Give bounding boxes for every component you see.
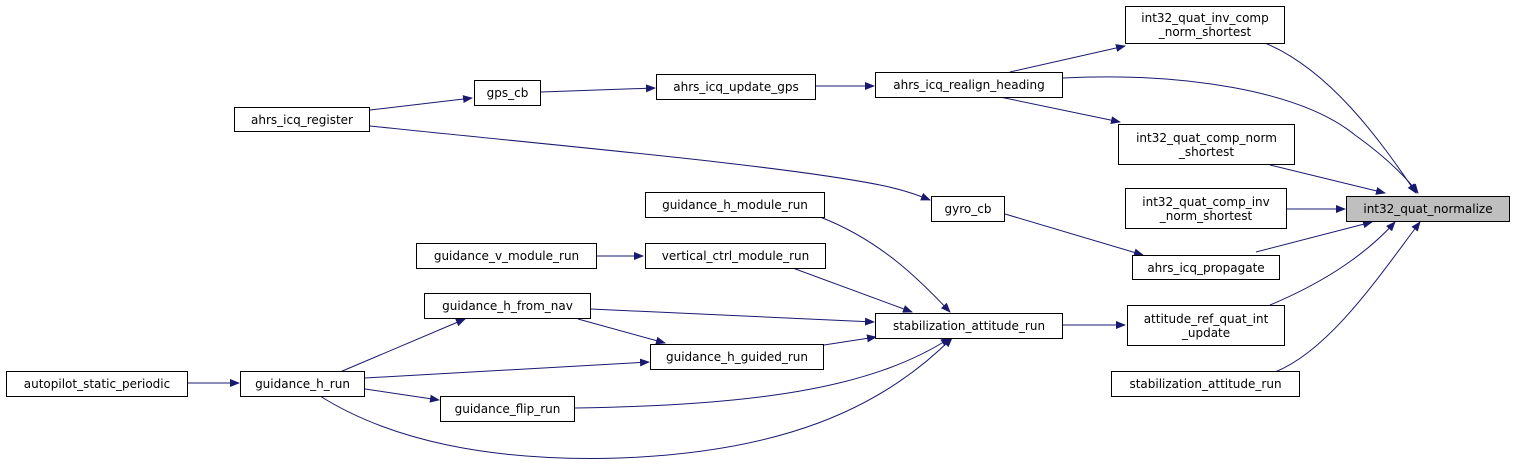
edge xyxy=(369,125,931,201)
edge xyxy=(1264,42,1417,194)
edge xyxy=(369,95,473,111)
node-ahrs-icq-propagate[interactable]: ahrs_icq_propagate xyxy=(1132,255,1280,280)
node-int32-quat-normalize[interactable]: int32_quat_normalize xyxy=(1346,196,1510,222)
node-guidance-v-module-run[interactable]: guidance_v_module_run xyxy=(416,243,597,269)
node-vertical-ctrl-module-run[interactable]: vertical_ctrl_module_run xyxy=(645,243,826,269)
edge xyxy=(1009,44,1126,73)
edge xyxy=(1062,76,1419,194)
node-guidance-h-run[interactable]: guidance_h_run xyxy=(240,371,365,397)
node-int32-quat-comp-norm-shortest[interactable]: int32_quat_comp_norm _shortest xyxy=(1118,124,1295,165)
edge xyxy=(577,318,666,345)
edge xyxy=(823,334,877,346)
node-int32-quat-inv-comp-norm-shortest[interactable]: int32_quat_inv_comp _norm_shortest xyxy=(1125,6,1285,44)
node-guidance-h-guided-run[interactable]: guidance_h_guided_run xyxy=(650,344,824,370)
edge xyxy=(1269,164,1386,195)
edge xyxy=(1004,213,1144,257)
edge xyxy=(999,96,1121,125)
node-int32-quat-comp-inv-norm-shortest[interactable]: int32_quat_comp_inv _norm_shortest xyxy=(1125,188,1287,229)
node-guidance-flip-run[interactable]: guidance_flip_run xyxy=(440,396,575,422)
node-gyro-cb[interactable]: gyro_cb xyxy=(931,196,1005,222)
edge xyxy=(364,388,440,403)
node-guidance-h-from-nav[interactable]: guidance_h_from_nav xyxy=(424,293,591,319)
edge xyxy=(1255,220,1373,253)
edge xyxy=(364,358,650,379)
node-attitude-ref-quat-int-update[interactable]: attitude_ref_quat_int _update xyxy=(1127,305,1285,346)
edge xyxy=(540,84,656,93)
node-autopilot-static-periodic[interactable]: autopilot_static_periodic xyxy=(6,371,188,397)
edge xyxy=(819,216,951,313)
node-ahrs-icq-update-gps[interactable]: ahrs_icq_update_gps xyxy=(656,74,816,100)
edge xyxy=(789,266,913,313)
edge xyxy=(590,308,875,326)
edge xyxy=(339,318,466,373)
edge xyxy=(1274,221,1421,373)
node-ahrs-icq-register[interactable]: ahrs_icq_register xyxy=(234,107,370,132)
edge xyxy=(319,337,953,459)
node-guidance-h-module-run[interactable]: guidance_h_module_run xyxy=(645,192,825,218)
edge xyxy=(1269,221,1396,306)
node-ahrs-icq-realign-heading[interactable]: ahrs_icq_realign_heading xyxy=(875,72,1063,98)
edge xyxy=(574,337,951,409)
node-stabilization-attitude-run-right[interactable]: stabilization_attitude_run xyxy=(1111,371,1300,397)
node-stabilization-attitude-run[interactable]: stabilization_attitude_run xyxy=(875,313,1063,339)
node-gps-cb[interactable]: gps_cb xyxy=(474,80,541,106)
